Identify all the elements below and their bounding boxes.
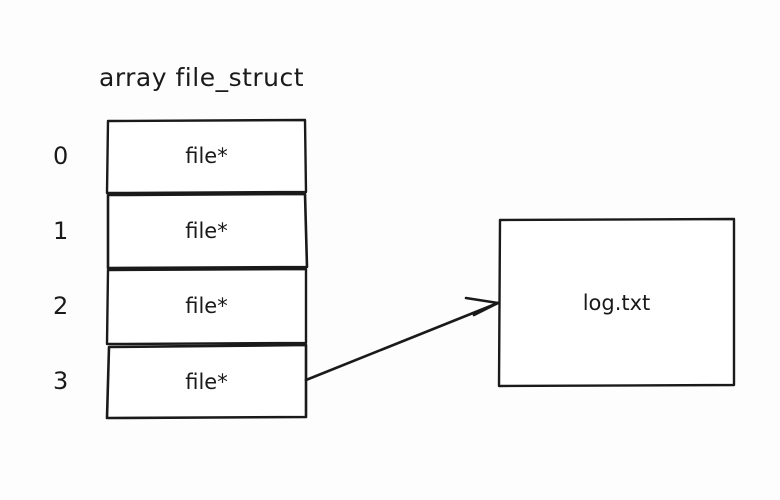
log-file-box-outline[interactable] (497, 217, 736, 388)
array-index-label-3: 3 (53, 367, 69, 395)
array-cell-value-0: file* (185, 144, 228, 168)
array-cell-0-outline[interactable] (105, 118, 308, 195)
array-index-label-1: 1 (53, 217, 69, 245)
array-index-label-0: 0 (53, 142, 69, 170)
array-cell-1-outline[interactable] (106, 192, 309, 270)
page-title: array file_struct (99, 63, 305, 92)
array-index-label-2: 2 (53, 292, 69, 320)
array-cell-value-3: file* (185, 370, 228, 394)
array-cell-3-outline[interactable] (105, 343, 308, 420)
arrowhead-upper-stroke (464, 296, 500, 305)
array-cell-2-outline[interactable] (105, 267, 308, 346)
pointer-arrow (304, 296, 500, 382)
log-file-label: log.txt (582, 291, 651, 315)
array-cell-value-2: file* (185, 294, 228, 318)
array-cell-value-1: file* (185, 219, 228, 243)
arrowhead-lower-stroke (472, 301, 500, 317)
